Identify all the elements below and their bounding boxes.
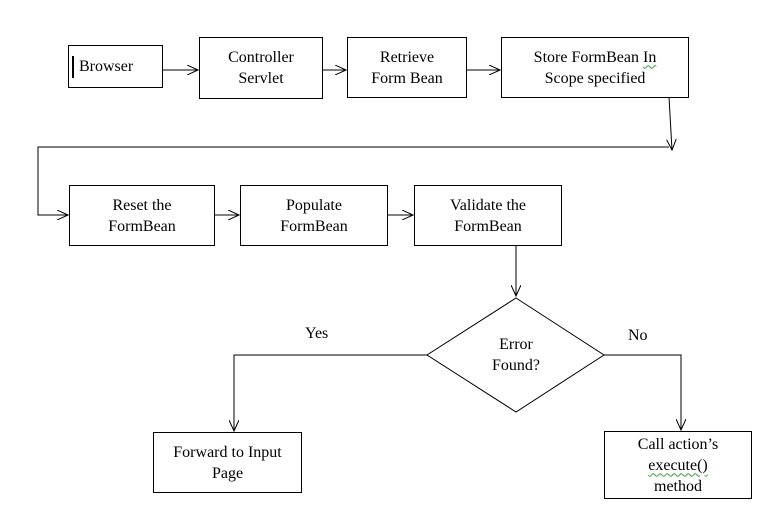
arrow-no-to-call (604, 354, 681, 430)
validate-formbean-box: Validate the FormBean (414, 185, 562, 246)
reset-formbean-label: Reset the FormBean (108, 196, 176, 235)
store-formbean-line1-a: Store FormBean (533, 48, 643, 66)
forward-input-page-label: Forward to Input Page (173, 443, 282, 482)
store-formbean-line1-b: In (643, 48, 657, 66)
edge-label-no: No (628, 327, 648, 344)
decision-label: Error Found? (492, 336, 540, 374)
text-cursor (72, 56, 74, 78)
call-execute-line3: method (654, 477, 702, 495)
browser-box: Browser (68, 45, 163, 88)
decision-label-box: Error Found? (466, 332, 566, 378)
populate-formbean-box: Populate FormBean (240, 185, 388, 246)
browser-label: Browser (79, 58, 134, 75)
retrieve-form-bean-box: Retrieve Form Bean (347, 37, 467, 98)
arrow-wrap-to-reset (37, 146, 669, 215)
validate-formbean-label: Validate the FormBean (450, 196, 526, 235)
call-execute-label: Call action’s execute() method (638, 434, 718, 497)
controller-servlet-label: Controller Servlet (228, 49, 294, 87)
edge-label-yes: Yes (305, 325, 329, 342)
decision-diamond (426, 297, 605, 413)
populate-formbean-label: Populate FormBean (280, 196, 348, 235)
store-formbean-line2: Scope specified (544, 69, 646, 87)
reset-formbean-box: Reset the FormBean (69, 185, 215, 246)
arrow-yes-to-forward (234, 354, 427, 431)
arrow-store-down (669, 96, 672, 150)
call-execute-box: Call action’s execute() method (604, 431, 752, 499)
call-execute-line2: execute() (648, 456, 708, 474)
retrieve-form-bean-label: Retrieve Form Bean (371, 48, 443, 87)
forward-input-page-box: Forward to Input Page (153, 432, 302, 493)
controller-servlet-box: Controller Servlet (199, 37, 323, 99)
call-execute-line1: Call action’s (637, 435, 719, 453)
